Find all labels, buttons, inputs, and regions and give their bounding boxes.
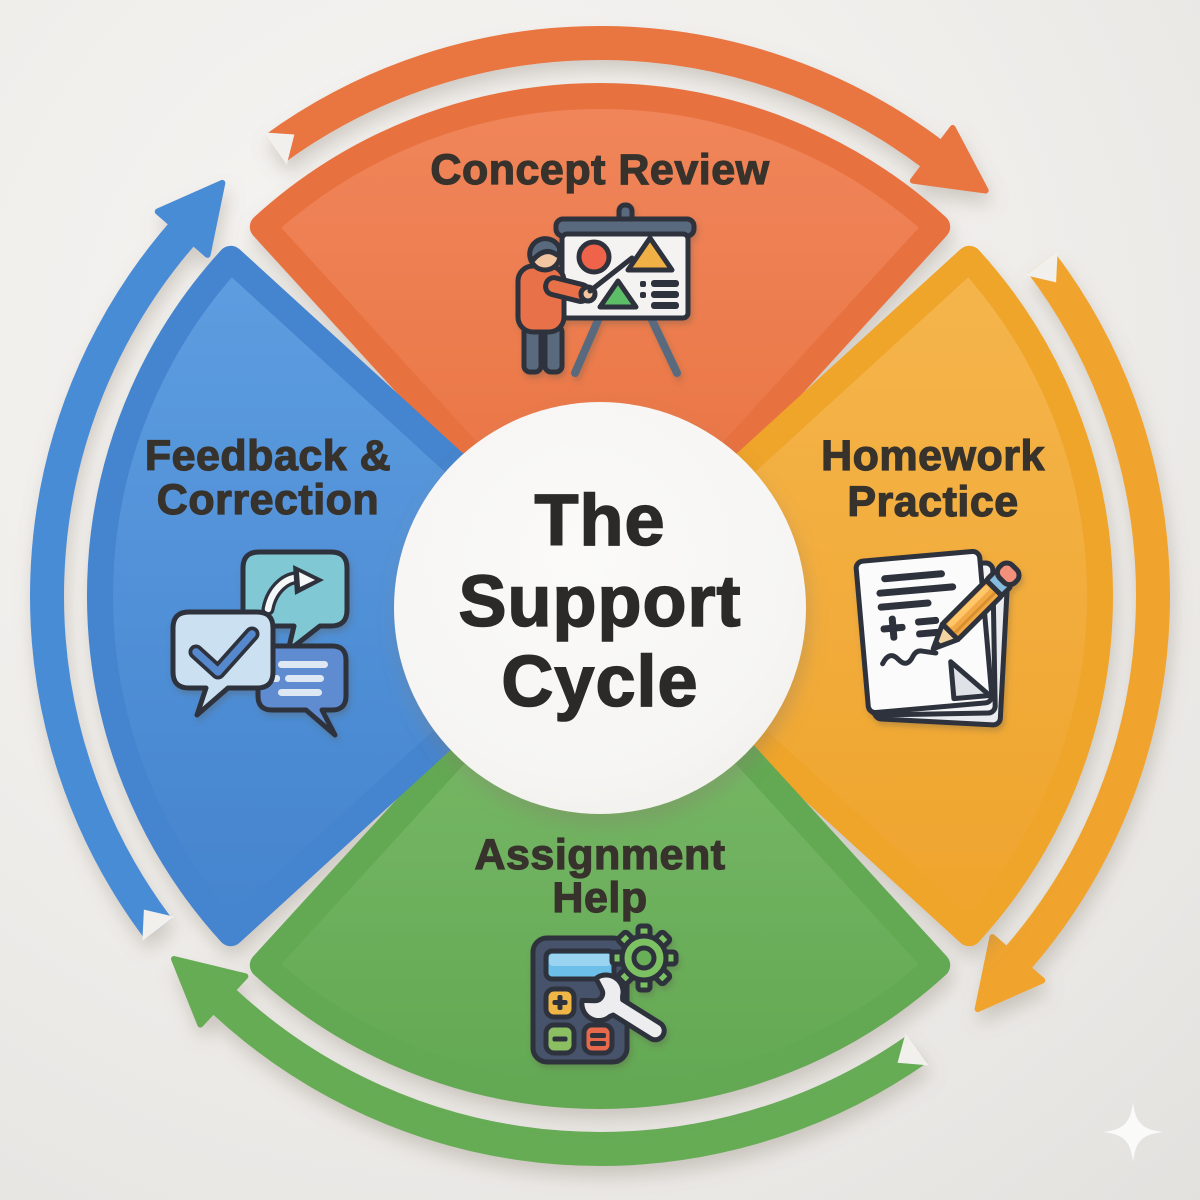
segment-concept-review [249, 82, 951, 609]
board-circle-shape [576, 239, 612, 275]
segment-label-correction: Correction [157, 476, 379, 524]
bubble-teal [240, 549, 350, 654]
chat-bubbles-icon [170, 549, 350, 738]
equals-button [581, 1022, 615, 1056]
cycle-segments [86, 82, 1114, 1110]
cycle-arrow-right [974, 251, 1170, 1013]
cycle-arrow-top-tail-notch [263, 132, 295, 165]
cycle-arrow-top [263, 26, 989, 194]
board-list-lines [640, 280, 679, 309]
cycle-arrow-right-head [974, 934, 1046, 1013]
cycle-arrow-top-head [909, 124, 989, 194]
board-triangle-green [597, 278, 639, 310]
segment-label-help: Help [552, 874, 647, 922]
pointer-stick [587, 255, 635, 294]
person-hair [527, 236, 563, 263]
check-mark [192, 630, 256, 676]
segment-assignment-help [249, 583, 951, 1110]
paper-fold-corner [948, 659, 993, 702]
board-triangle-amber [625, 235, 675, 273]
bubble-text-lines [271, 661, 328, 696]
wrench-icon [579, 972, 667, 1043]
center-circle [394, 402, 806, 814]
segment-label-concept-review: Concept Review [430, 146, 769, 194]
pencil [930, 560, 1022, 652]
cycle-arrow-left-head [154, 179, 226, 258]
cycle-arrow-bottom-head [171, 955, 249, 1028]
center-title-line-3: Cycle [501, 642, 698, 722]
pencil-eraser [994, 560, 1022, 588]
cycle-arrow-bottom-tail-notch [897, 1032, 929, 1066]
presentation-easel-icon [515, 202, 697, 377]
gear-hole [631, 945, 657, 971]
easel-leg-right [647, 314, 681, 377]
cycle-arrows [30, 26, 1170, 1166]
cycle-arrow-bottom [171, 955, 929, 1166]
segment-label-practice: Practice [847, 478, 1018, 526]
cycle-arrow-left-tail-notch [142, 909, 175, 941]
handwriting-squiggle [880, 648, 939, 667]
paper-sheet-front [853, 548, 995, 716]
segment-homework-practice [587, 245, 1114, 947]
cycle-arrow-left [30, 179, 226, 941]
paper-pencil-icon [853, 548, 1022, 728]
segment-feedback-correction [86, 245, 613, 947]
segment-label-homework: Homework [821, 432, 1045, 480]
center-title-line-1: The [534, 481, 665, 561]
gear-icon [609, 923, 679, 993]
easel-leg-left [571, 314, 603, 377]
center-title-line-2: Support [459, 562, 742, 642]
pencil-graphite [933, 639, 943, 649]
sparkle-watermark-icon [1103, 1102, 1163, 1162]
segment-label-assignment: Assignment [474, 831, 725, 879]
paper-text-lines [876, 570, 957, 641]
segment-label-feedback: Feedback & [145, 432, 391, 480]
cycle-arrow-right-tail-notch [1025, 251, 1058, 283]
presenter-person [515, 236, 635, 375]
calculator-tools-icon [530, 923, 679, 1065]
